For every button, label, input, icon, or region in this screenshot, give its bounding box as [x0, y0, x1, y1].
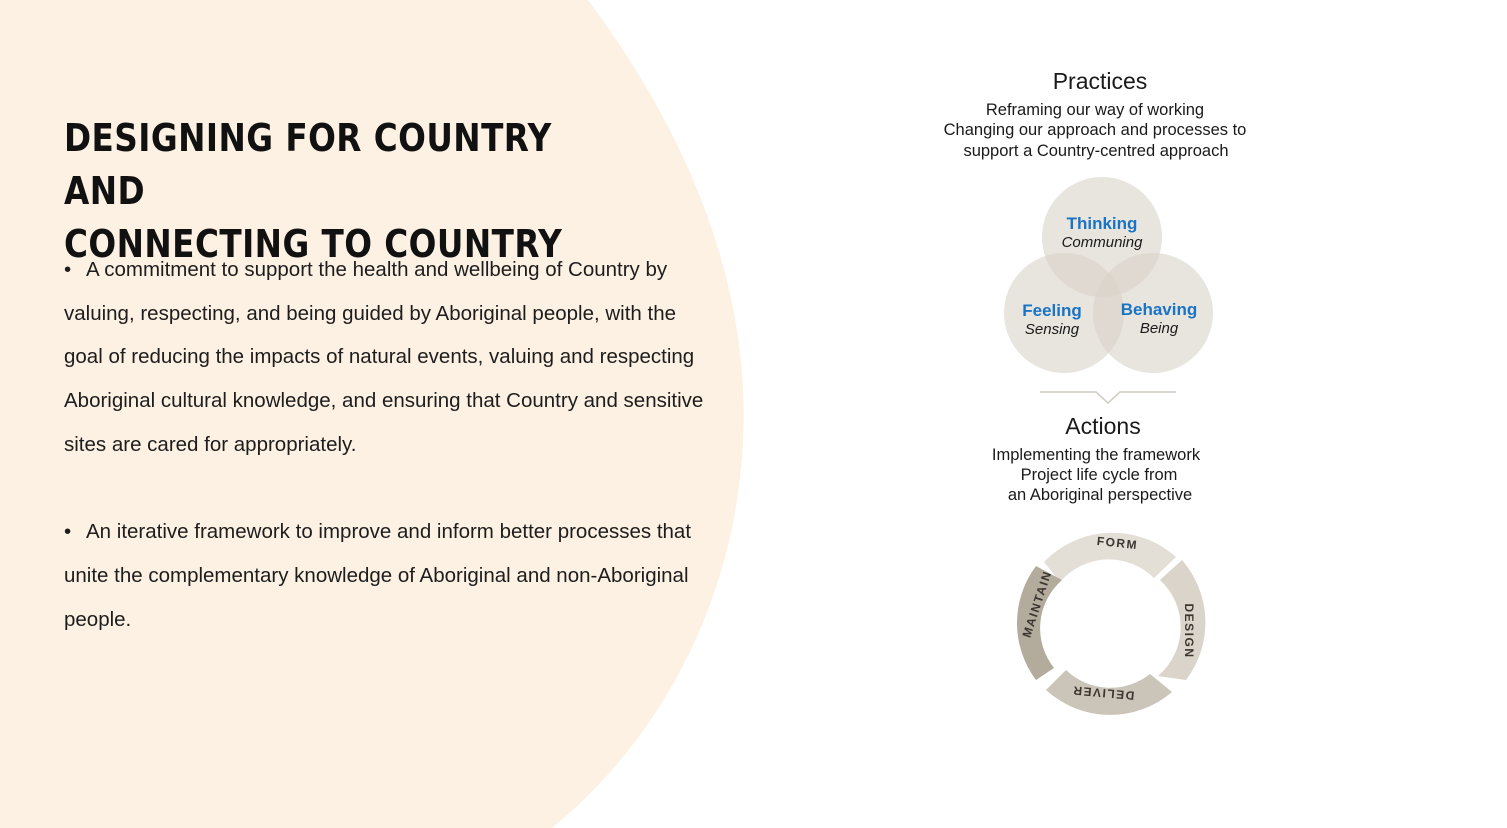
slide-title: Designing for Country and connecting to … [64, 112, 614, 271]
bullet-marker: • [64, 520, 72, 544]
actions-line-1: Implementing the framework [992, 446, 1201, 464]
practices-line-1: Reframing our way of working [986, 101, 1204, 119]
lifecycle-cycle: FORM DESIGN DELIVER MAINTAIN [1017, 532, 1206, 715]
bullet-item-framework: •An iterative framework to improve and i… [64, 510, 704, 641]
venn-sublabel-communing: Communing [1062, 234, 1144, 251]
bullet-marker: • [64, 258, 72, 281]
cycle-segment-form [1044, 532, 1176, 582]
venn-sublabel-being: Being [1140, 320, 1179, 337]
bullet-text: A commitment to support the health and w… [64, 258, 704, 456]
cycle-label-deliver: DELIVER [1071, 683, 1134, 702]
venn-sublabel-sensing: Sensing [1025, 321, 1080, 338]
cycle-segment-deliver [1046, 670, 1172, 715]
venn-label-behaving: Behaving [1121, 300, 1198, 319]
venn-label-feeling: Feeling [1022, 301, 1082, 320]
practices-heading: Practices [1053, 68, 1148, 94]
practices-line-3: support a Country-centred approach [963, 142, 1228, 160]
slide-title-line-1: Designing for Country and [64, 116, 552, 213]
venn-diagram: Thinking Communing Feeling Sensing Behav… [1004, 177, 1213, 373]
slide-title-line-2: connecting to Country [64, 222, 563, 266]
bullet-text: An iterative framework to improve and in… [64, 520, 692, 631]
cycle-segment-maintain [1017, 566, 1062, 680]
practices-line-2: Changing our approach and processes to [944, 121, 1247, 139]
actions-line-2: Project life cycle from [1021, 466, 1178, 484]
actions-heading: Actions [1065, 413, 1140, 439]
section-divider [1040, 391, 1176, 405]
venn-circle-behaving [1093, 253, 1213, 373]
cycle-segment-design [1158, 560, 1206, 680]
venn-circle-feeling [1004, 253, 1124, 373]
bullet-list: •A commitment to support the health and … [64, 248, 704, 641]
cycle-label-design: DESIGN [1182, 603, 1196, 658]
actions-line-3: an Aboriginal perspective [1008, 486, 1192, 504]
venn-label-thinking: Thinking [1067, 214, 1138, 233]
cycle-label-form: FORM [1096, 534, 1139, 552]
bullet-item-commitment: •A commitment to support the health and … [64, 248, 704, 467]
